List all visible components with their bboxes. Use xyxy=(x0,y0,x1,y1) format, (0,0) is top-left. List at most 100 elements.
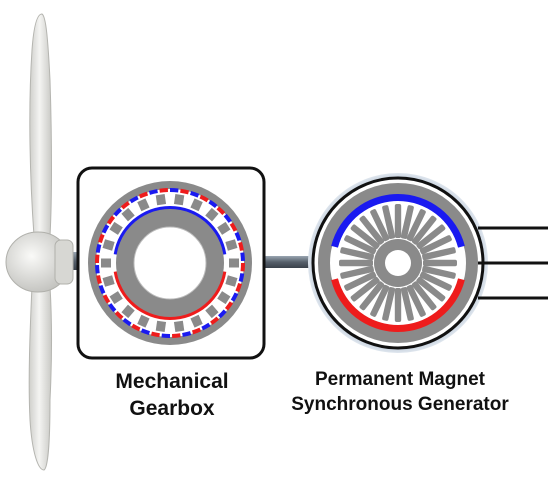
generator-stator-tooth xyxy=(382,205,396,239)
gear-outer-magnet xyxy=(208,199,218,209)
gear-outer-magnet xyxy=(240,252,245,261)
gear-pole-piece xyxy=(225,239,238,251)
generator-bore xyxy=(385,250,411,276)
gear-outer-magnet xyxy=(95,243,102,253)
generator-stator-tooth xyxy=(411,215,437,245)
gear-outer-magnet xyxy=(190,191,200,198)
gearbox-label-line2: Gearbox xyxy=(129,397,215,421)
gear-outer-magnet xyxy=(120,201,130,210)
gear-pole-piece xyxy=(137,198,150,212)
gear-pole-piece xyxy=(155,194,167,206)
generator-stator-tooth xyxy=(400,287,414,321)
output-lines xyxy=(478,226,548,300)
generator-stator-tooth xyxy=(419,271,452,291)
generator-stator-teeth xyxy=(339,204,457,322)
generator-stator-tooth xyxy=(382,287,396,321)
gear-outer-magnet xyxy=(218,309,227,319)
gear-pole-piece xyxy=(205,207,219,222)
generator-stator-tooth xyxy=(406,284,426,317)
gear-pole-piece xyxy=(173,320,185,332)
generator-stator-tooth xyxy=(344,271,377,291)
gear-pole-piece xyxy=(109,291,123,305)
gear-outer-magnet xyxy=(108,303,117,313)
generator-stator-tooth xyxy=(340,265,374,279)
generator-stator-tooth xyxy=(359,215,385,245)
generator-stator-tooth xyxy=(406,209,426,242)
gear-outer-magnet xyxy=(229,222,238,232)
hub-collar xyxy=(54,239,74,285)
gear-pole-piece xyxy=(190,198,203,212)
gear-pole-piece xyxy=(101,258,111,268)
generator-stator-tooth xyxy=(400,205,414,239)
gear-outer-magnet xyxy=(223,213,232,223)
gearbox-label: Mechanical Gearbox xyxy=(88,368,256,423)
gear-outer-magnet xyxy=(159,188,168,193)
gear-outer-magnet xyxy=(240,263,245,272)
generator-stator-tooth xyxy=(359,281,385,311)
gear-outer-magnet xyxy=(235,283,242,293)
gear-outer-magnet xyxy=(148,189,158,195)
gear-outer-magnet xyxy=(101,224,110,234)
gear-outer-magnet xyxy=(138,191,149,199)
gear-outer-magnet xyxy=(140,328,150,335)
generator-stator-tooth xyxy=(422,265,456,279)
gear-outer-magnet xyxy=(199,194,209,203)
gear-pole-piece xyxy=(102,275,115,287)
generator-south-arc xyxy=(331,278,465,332)
gear-outer-magnet xyxy=(170,188,179,193)
gear-outer-magnet xyxy=(161,333,170,338)
gear-outer-magnet xyxy=(96,275,102,285)
gear-pole-piece xyxy=(217,291,231,305)
generator-north-arc xyxy=(331,194,465,248)
generator-stator-tooth xyxy=(370,284,390,317)
gear-pole-pieces xyxy=(101,194,239,332)
turbine-rotor xyxy=(5,13,74,471)
gear-outer-magnet xyxy=(113,207,122,217)
gear-outer-magnet xyxy=(106,215,116,225)
generator-stator-tooth xyxy=(370,209,390,242)
gearbox-label-line1: Mechanical xyxy=(115,370,229,393)
gear-outer-magnet xyxy=(180,188,190,195)
generator-magnets xyxy=(331,194,465,332)
gear-outer-magnet xyxy=(210,316,220,325)
magnetic-gear xyxy=(88,181,252,345)
gear-outer-magnet xyxy=(238,273,245,283)
gear-outer-magnet xyxy=(129,195,139,204)
gear-pole-piece xyxy=(205,304,219,319)
gear-outer-magnet xyxy=(95,265,100,274)
blade-upper xyxy=(29,13,52,237)
gear-outer-magnet xyxy=(122,317,132,327)
gear-bore xyxy=(133,226,207,300)
gear-outer-magnet xyxy=(98,284,106,295)
generator-stator-tooth xyxy=(422,247,456,261)
gear-outer-magnet xyxy=(224,301,234,311)
gear-pole-piece xyxy=(225,275,238,287)
generator-stator-tooth xyxy=(423,259,457,267)
gear-outer-magnet xyxy=(182,331,192,337)
generator-label: Permanent Magnet Synchronous Generator xyxy=(280,368,520,417)
pm-generator xyxy=(308,173,488,353)
generator-stator-tooth xyxy=(394,204,402,238)
gear-pole-piece xyxy=(102,239,115,251)
generator-label-line1: Permanent Magnet xyxy=(315,369,485,390)
generator-stator-tooth xyxy=(411,281,437,311)
generator-stator-tooth xyxy=(394,288,402,322)
gear-pole-piece xyxy=(137,314,150,328)
generator-label-line2: Synchronous Generator xyxy=(291,393,509,415)
gear-pole-piece xyxy=(155,320,167,332)
gear-outer-magnet xyxy=(131,323,141,332)
generator-stator-tooth xyxy=(416,224,446,250)
gear-pole-piece xyxy=(121,207,135,222)
generator-stator-tooth xyxy=(339,259,373,267)
gear-outer-magnet xyxy=(234,231,242,242)
gear-outer-magnet xyxy=(102,294,111,304)
gear-outer-magnet xyxy=(150,331,160,338)
gear-outer-magnets xyxy=(95,188,245,338)
gear-outer-magnet xyxy=(216,206,226,215)
gear-outer-magnet xyxy=(201,322,211,331)
gear-outer-magnet xyxy=(191,327,202,335)
gear-outer-magnet xyxy=(114,311,124,320)
generator-stator-tooth xyxy=(350,276,380,302)
gear-pole-piece xyxy=(229,258,239,268)
